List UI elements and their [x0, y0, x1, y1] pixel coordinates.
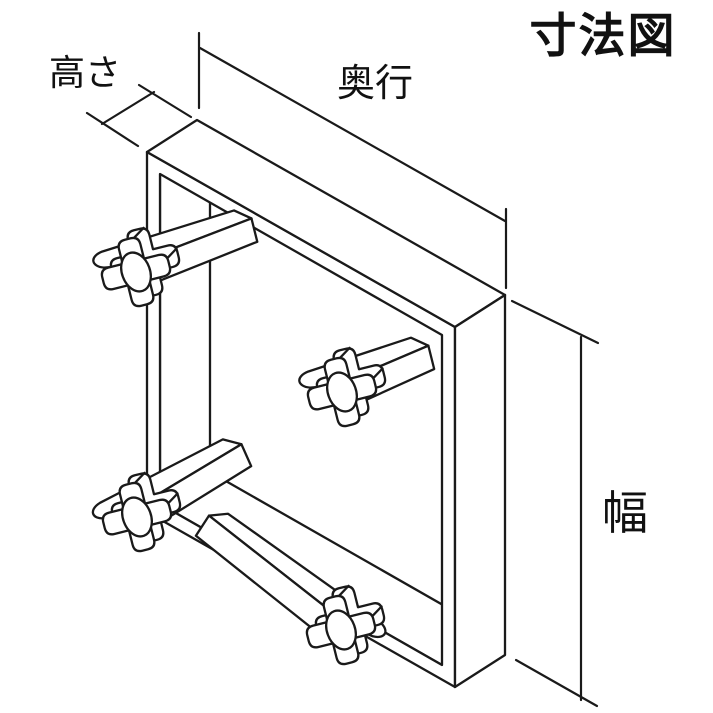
page-title: 寸法図 [530, 9, 677, 62]
dimension-depth-lines [197, 31, 508, 290]
wing-knob-icon [100, 226, 181, 308]
dimension-height-lines [85, 83, 193, 148]
label-height: 高さ [49, 52, 121, 93]
dimension-width-lines [510, 299, 600, 708]
knob-hub [325, 609, 357, 651]
clamp-middle-right [298, 336, 436, 428]
clamp-bottom-center [194, 512, 387, 666]
knob-hub [120, 251, 152, 293]
knob-hub [326, 371, 358, 413]
wing-knob-icon [306, 346, 387, 428]
clamp-bottom-left [91, 438, 253, 553]
knob-hub [121, 496, 153, 538]
wing-knob-icon [305, 584, 386, 666]
label-depth: 奥行 [337, 63, 413, 105]
frame-right-face [453, 293, 507, 689]
clamp-top-left [92, 209, 259, 308]
wing-knob-icon [101, 471, 182, 553]
label-width: 幅 [602, 487, 648, 539]
